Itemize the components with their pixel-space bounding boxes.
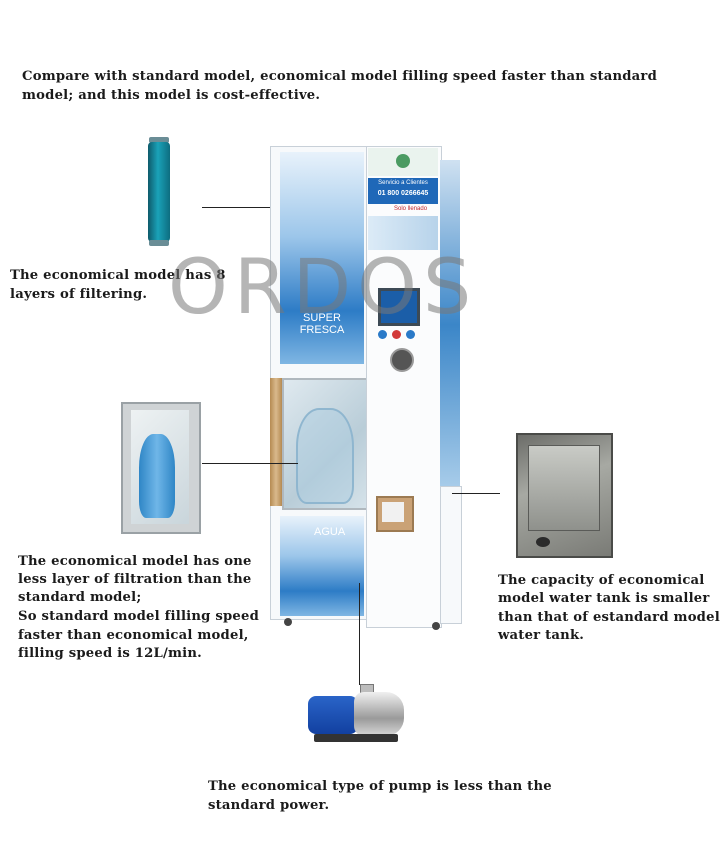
tank-note-line-1: The capacity of economical	[498, 573, 705, 588]
door-note-line-4: So standard model filling speed	[18, 609, 260, 624]
ordos-watermark: ORDOS	[168, 242, 478, 331]
service-line-1: Servicio a Clientes	[378, 180, 428, 186]
super-fresca-label: SUPER FRESCA	[299, 312, 345, 336]
tank-note-line-2: model water tank is smaller	[498, 591, 710, 606]
filter-pointer-line	[202, 207, 298, 208]
pump-image	[308, 684, 408, 748]
solo-llenado-label: Solo llenado	[394, 206, 428, 212]
intro-line-1: Compare with standard model, economical …	[22, 69, 658, 84]
tank-note-line-4: water tank.	[498, 628, 585, 643]
agua-label: AGUA	[314, 526, 346, 538]
water-vending-machine-image: SUPER FRESCA AGUA Servicio a Clientes 01…	[270, 146, 462, 630]
tank-note-line-3: than that of estandard model	[498, 610, 720, 625]
filter-note-line-2: layers of filtering.	[10, 287, 148, 302]
water-tank-image	[516, 433, 613, 558]
door-note-line-2: less layer of filtration than the	[18, 572, 252, 587]
door-note-line-1: The economical model has one	[18, 554, 252, 569]
pump-note-line-2: standard power.	[208, 798, 330, 813]
door-note-line-5: faster than economical model,	[18, 628, 249, 643]
filter-note-line-1: The economical model has 8	[10, 268, 226, 283]
service-line-2: 01 800 0266645	[377, 190, 429, 197]
door-note-line-3: standard model;	[18, 590, 142, 605]
door-note-line-6: filling speed is 12L/min.	[18, 646, 202, 661]
pump-note-line-1: The economical type of pump is less than…	[208, 779, 552, 794]
door-window-image	[121, 402, 201, 534]
tank-pointer-line	[452, 493, 500, 494]
pump-pointer-line	[359, 583, 360, 685]
door-pointer-line	[202, 463, 298, 464]
intro-line-2: model; and this model is cost-effective.	[22, 88, 321, 103]
